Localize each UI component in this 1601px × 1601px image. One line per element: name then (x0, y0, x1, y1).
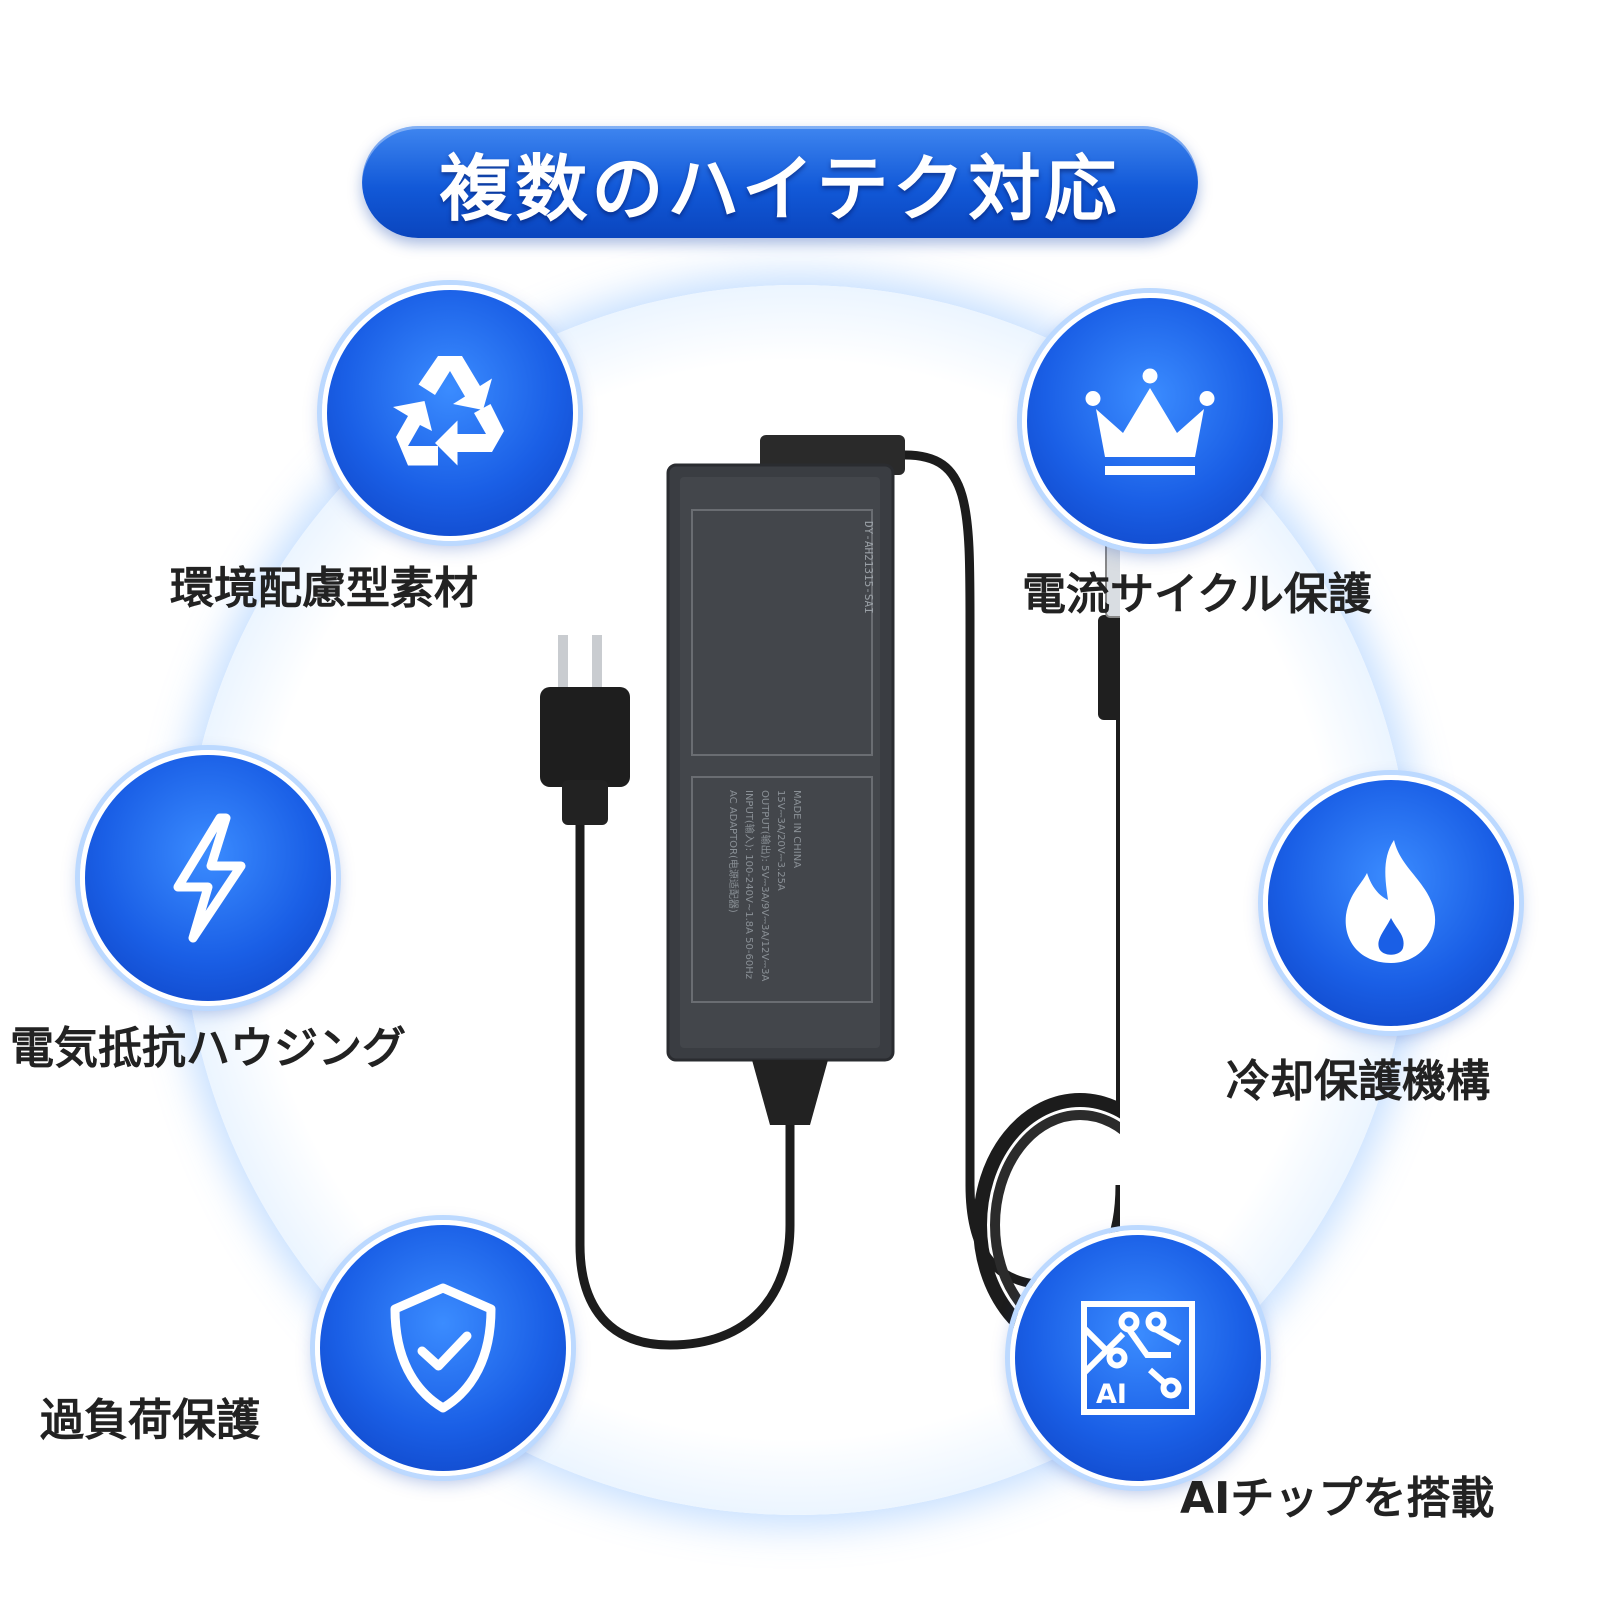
badge-recycle (322, 285, 578, 541)
badge-lightning (80, 750, 336, 1006)
badge-shield (315, 1220, 571, 1476)
label-cooling: 冷却保護機構 (1226, 1056, 1490, 1107)
label-resistance: 電気抵抗ハウジング (10, 1023, 406, 1074)
label-current: 電流サイクル保護 (1022, 569, 1372, 620)
badge-crown (1022, 293, 1278, 549)
shield-check-icon (390, 1283, 496, 1413)
label-recycle: 環境配慮型素材 (170, 563, 478, 614)
badge-flame (1263, 775, 1519, 1031)
label-overload: 過負荷保護 (40, 1395, 260, 1446)
label-ai: AIチップを搭載 (1180, 1473, 1495, 1524)
recycle-icon (393, 356, 504, 466)
ai-chip-icon: AI (1081, 1301, 1195, 1415)
model-text: DY-AH21315-SAI (862, 521, 875, 614)
title-banner: 複数のハイテク対応 (362, 126, 1198, 238)
badge-ai: AI (1010, 1230, 1266, 1486)
label-line-2: INPUT(输入): 100-240V~1.8A 50-60Hz (743, 790, 756, 979)
ac-adapter-image: DY-AH21315-SAI AC ADAPTOR(电源适配器) INPUT(输… (540, 435, 1120, 1357)
label-line-4: 15V⎓3A/20V⎓3.25A (775, 790, 786, 891)
page-title: 複数のハイテク対応 (439, 146, 1121, 231)
flame-icon (1345, 840, 1436, 963)
lightning-icon (173, 813, 246, 943)
label-line-3: OUTPUT(输出): 5V⎓3A/9V⎓3A/12V⎓3A (759, 790, 772, 982)
svg-text:AI: AI (1096, 1379, 1127, 1410)
label-line-5: MADE IN CHINA (791, 790, 802, 868)
crown-icon (1085, 368, 1215, 475)
label-line-1: AC ADAPTOR(电源适配器) (727, 790, 740, 913)
